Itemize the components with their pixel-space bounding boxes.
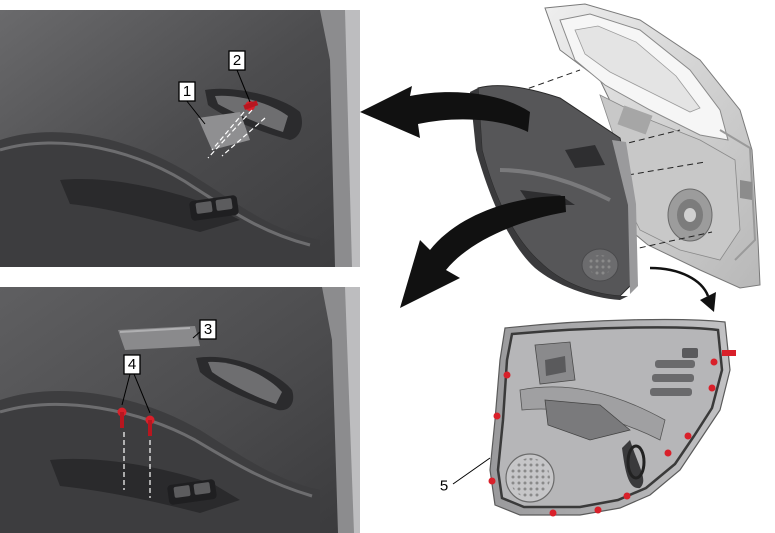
callout-label-5: 5 (440, 478, 448, 495)
detail-view-top-left: 1 2 (0, 10, 360, 267)
callout-label-4: 4 (128, 356, 136, 373)
retaining-clips (488, 350, 736, 517)
detail-view-bottom-left: 3 4 (0, 287, 360, 533)
callout-label-1: 1 (183, 83, 191, 100)
window-switch-top (189, 195, 239, 221)
door-trim-panel (470, 85, 638, 300)
speaker-grille (505, 453, 555, 503)
screw-fastener-4b (145, 415, 155, 436)
removal-arrow-lower (400, 195, 566, 308)
removal-arrow-upper (360, 86, 530, 138)
trim-panel-rear-view: 5 (440, 318, 736, 517)
callout-label-2: 2 (233, 52, 241, 69)
window-switch-bottom (167, 479, 217, 505)
screw-fastener-2 (243, 100, 259, 111)
screw-fastener-4a (117, 407, 127, 428)
callout-label-3: 3 (204, 321, 212, 338)
view-rotation-arrow (649, 266, 716, 312)
switch-cutouts (650, 348, 698, 396)
